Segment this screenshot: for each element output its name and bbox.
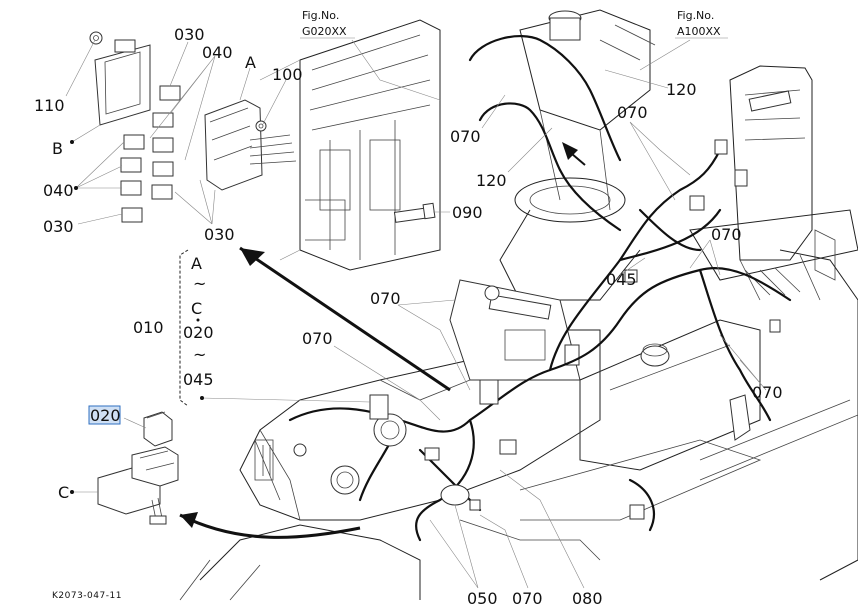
callout-030-left[interactable]: 030 [43,217,74,236]
selected-part-highlight [88,405,121,425]
callout-030-top[interactable]: 030 [174,25,205,44]
range-tilde-2: ~ [193,345,206,364]
callout-030-mid[interactable]: 030 [204,225,235,244]
harness-connectors [293,139,781,520]
callout-010[interactable]: 010 [133,318,164,337]
relay-module-a [204,99,297,191]
callout-120-right[interactable]: 120 [666,80,697,99]
callout-070-top[interactable]: 070 [450,127,481,146]
callout-070-right[interactable]: 070 [711,225,742,244]
leader-lines [65,39,767,589]
callout-045[interactable]: 045 [606,270,637,289]
dashboard-panel [449,279,581,381]
bolt-090 [393,202,436,223]
pointer-arrows [179,142,586,539]
figure-ref-right[interactable]: Fig.No. A100XX [675,9,728,39]
callout-070-bottom[interactable]: 070 [512,589,543,608]
operator-seat [689,65,858,301]
callout-070-fender[interactable]: 070 [752,383,783,402]
callout-070-hood[interactable]: 070 [302,329,333,348]
leader-dots [70,140,204,494]
callout-090[interactable]: 090 [452,203,483,222]
callout-b[interactable]: B [52,139,63,158]
connector-c [97,446,179,525]
range-start: A [191,254,202,273]
range-sub-start: 020 [183,323,214,342]
figure-ref-right-line1: Fig.No. [677,9,714,22]
frame-panel-left [259,19,441,271]
callout-080[interactable]: 080 [572,589,603,608]
relay-020 [143,411,173,447]
callout-040-top[interactable]: 040 [202,43,233,62]
relay-fuse-group [89,31,181,223]
callout-c[interactable]: C [58,483,69,502]
callout-070-middle[interactable]: 070 [370,289,401,308]
callout-100[interactable]: 100 [272,65,303,84]
figure-ref-left-line2: G020XX [302,25,347,38]
body-fender [519,249,858,581]
callout-a[interactable]: A [245,53,256,72]
range-end: C [191,299,202,318]
range-sub-end: 045 [183,370,214,389]
callout-020-selected[interactable]: 020 [90,406,121,425]
drawing-code: K2073-047-11 [52,591,122,601]
callout-labels: 110 B 030 040 A 100 040 030 030 090 070 … [34,25,783,608]
range-bracket [179,249,189,407]
callout-110[interactable]: 110 [34,96,65,115]
callout-050[interactable]: 050 [467,589,498,608]
callout-040-left[interactable]: 040 [43,181,74,200]
figure-ref-left[interactable]: Fig.No. G020XX [300,9,355,39]
range-bracket-text: A ~ C 020 ~ 045 [183,254,214,389]
callout-070-seat[interactable]: 070 [617,103,648,122]
figure-ref-left-line1: Fig.No. [302,9,339,22]
callout-120-left[interactable]: 120 [476,171,507,190]
figure-ref-right-line2: A100XX [677,25,721,38]
range-tilde-1: ~ [193,274,206,293]
